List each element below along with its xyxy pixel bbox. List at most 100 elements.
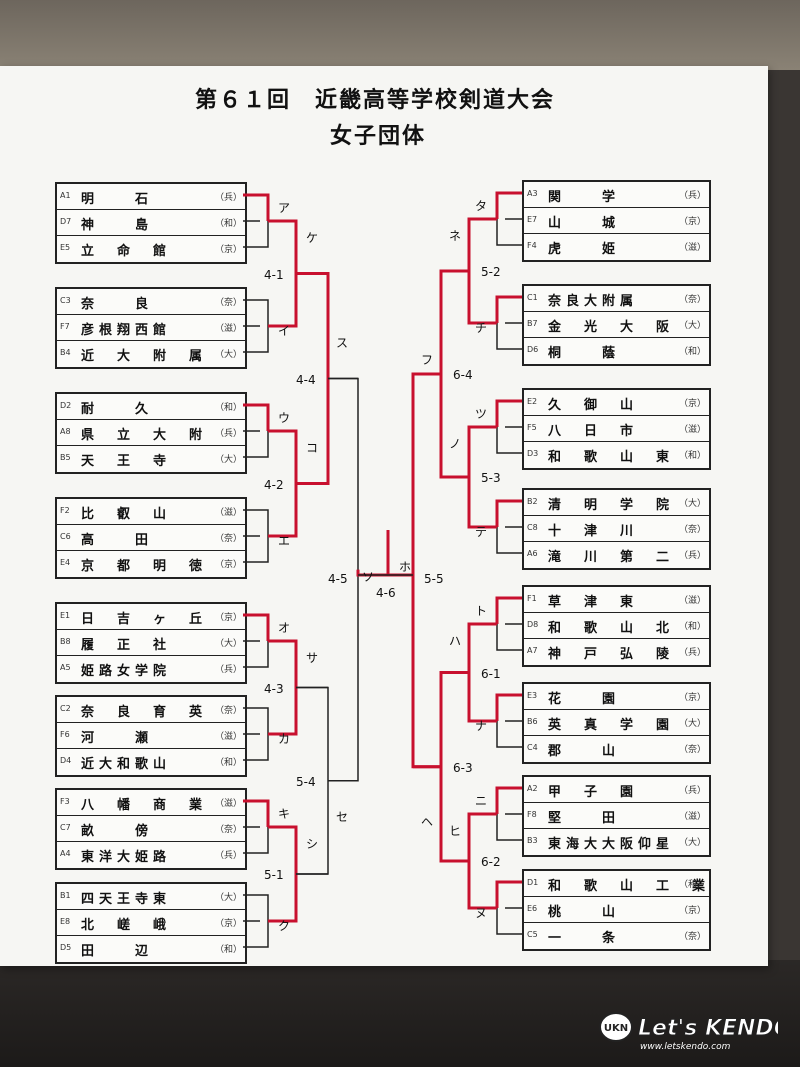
logo-brand-text: Let's KENDO! xyxy=(638,1016,778,1041)
group-line xyxy=(243,707,269,734)
semifinal-line xyxy=(411,372,441,769)
team-seed: B6 xyxy=(527,717,538,726)
team-name: 虎 姫 xyxy=(548,242,621,257)
team-prefecture: （大） xyxy=(678,321,706,331)
group-marker: カ xyxy=(278,732,291,746)
team-seed: F7 xyxy=(60,322,70,331)
team-prefecture: （大） xyxy=(214,350,242,360)
team-seed: B2 xyxy=(527,497,538,506)
round2-label: 6-1 xyxy=(481,666,501,681)
team-prefecture: （奈） xyxy=(214,298,242,308)
team-seed: E3 xyxy=(527,691,538,700)
team-name: 田 辺 xyxy=(81,944,154,959)
team-prefecture: （京） xyxy=(678,693,706,703)
group-marker: テ xyxy=(475,525,488,539)
group-marker: チ xyxy=(475,321,488,335)
team-prefecture: （和） xyxy=(214,403,242,413)
group-line xyxy=(243,799,270,827)
team-seed: D6 xyxy=(527,345,539,354)
team-seed: C5 xyxy=(527,930,538,939)
floor-background xyxy=(0,960,800,1067)
team-name: 桃 山 xyxy=(548,905,621,920)
group-line xyxy=(243,536,269,563)
team-seed: B5 xyxy=(60,453,71,462)
team-prefecture: （大） xyxy=(214,455,242,465)
team-prefecture: （滋） xyxy=(678,812,706,822)
team-name: 履 正 社 xyxy=(81,638,172,653)
team-name: 高 田 xyxy=(81,533,154,548)
team-prefecture: （奈） xyxy=(678,745,706,755)
team-name: 彦根翔西館 xyxy=(81,323,172,338)
team-prefecture: （京） xyxy=(678,399,706,409)
team-name: 東海大大阪仰星 xyxy=(548,837,675,852)
team-seed: A5 xyxy=(60,663,71,672)
group-marker: ナ xyxy=(475,719,488,733)
group-line xyxy=(496,908,522,935)
team-prefecture: （兵） xyxy=(214,429,242,439)
team-name: 奈 良 育 英 xyxy=(81,705,208,720)
round3-label: 6-4 xyxy=(453,368,473,382)
round2-marker: コ xyxy=(306,441,319,455)
team-seed: C6 xyxy=(60,532,71,541)
team-seed: F1 xyxy=(527,594,537,603)
team-name: 東洋大姫路 xyxy=(81,850,172,865)
team-seed: F8 xyxy=(527,810,537,819)
team-seed: A3 xyxy=(527,189,538,198)
team-prefecture: （兵） xyxy=(678,551,706,561)
logo-mark-text: UKN xyxy=(604,1023,628,1034)
team-seed: E8 xyxy=(60,917,71,926)
team-seed: B7 xyxy=(527,319,538,328)
tournament-title: 第６１回 近畿高等学校剣道大会 xyxy=(195,88,556,113)
team-prefecture: （和） xyxy=(214,219,242,229)
round3-marker: セ xyxy=(336,809,349,824)
round2-label: 4-2 xyxy=(264,477,284,492)
team-row: B8 履 正 社 （大） xyxy=(57,630,245,656)
group-line xyxy=(496,323,522,350)
team-prefecture: （奈） xyxy=(678,932,706,942)
team-prefecture: （奈） xyxy=(214,825,242,835)
team-seed: B1 xyxy=(60,891,71,900)
team-seed: A4 xyxy=(60,849,71,858)
team-name: 耐 久 xyxy=(81,402,154,417)
round2-label: 6-2 xyxy=(481,855,501,869)
team-prefecture: （滋） xyxy=(678,425,706,435)
group-line xyxy=(243,403,270,431)
team-name: 四天王寺東 xyxy=(81,892,172,907)
team-name: 八 幡 商 業 xyxy=(81,798,208,813)
group-line xyxy=(496,624,522,651)
team-seed: B8 xyxy=(60,637,71,646)
team-name: 久 御 山 xyxy=(548,398,639,413)
team-prefecture: （大） xyxy=(214,639,242,649)
semifinal-label: 5-5 xyxy=(424,572,444,586)
round2-marker: サ xyxy=(306,651,319,665)
team-seed: F3 xyxy=(60,797,70,806)
team-prefecture: （大） xyxy=(678,838,706,848)
round2-marker: ハ xyxy=(449,634,462,648)
team-name: 比 叡 山 xyxy=(81,507,172,522)
team-seed: D1 xyxy=(527,878,539,887)
team-name: 近 大 附 属 xyxy=(81,349,208,364)
team-seed: C4 xyxy=(527,743,538,752)
round2-label: 5-2 xyxy=(481,265,501,279)
team-name: 和 歌 山 工 業 xyxy=(548,879,711,894)
team-seed: A8 xyxy=(60,427,71,436)
team-prefecture: （和） xyxy=(678,347,706,357)
